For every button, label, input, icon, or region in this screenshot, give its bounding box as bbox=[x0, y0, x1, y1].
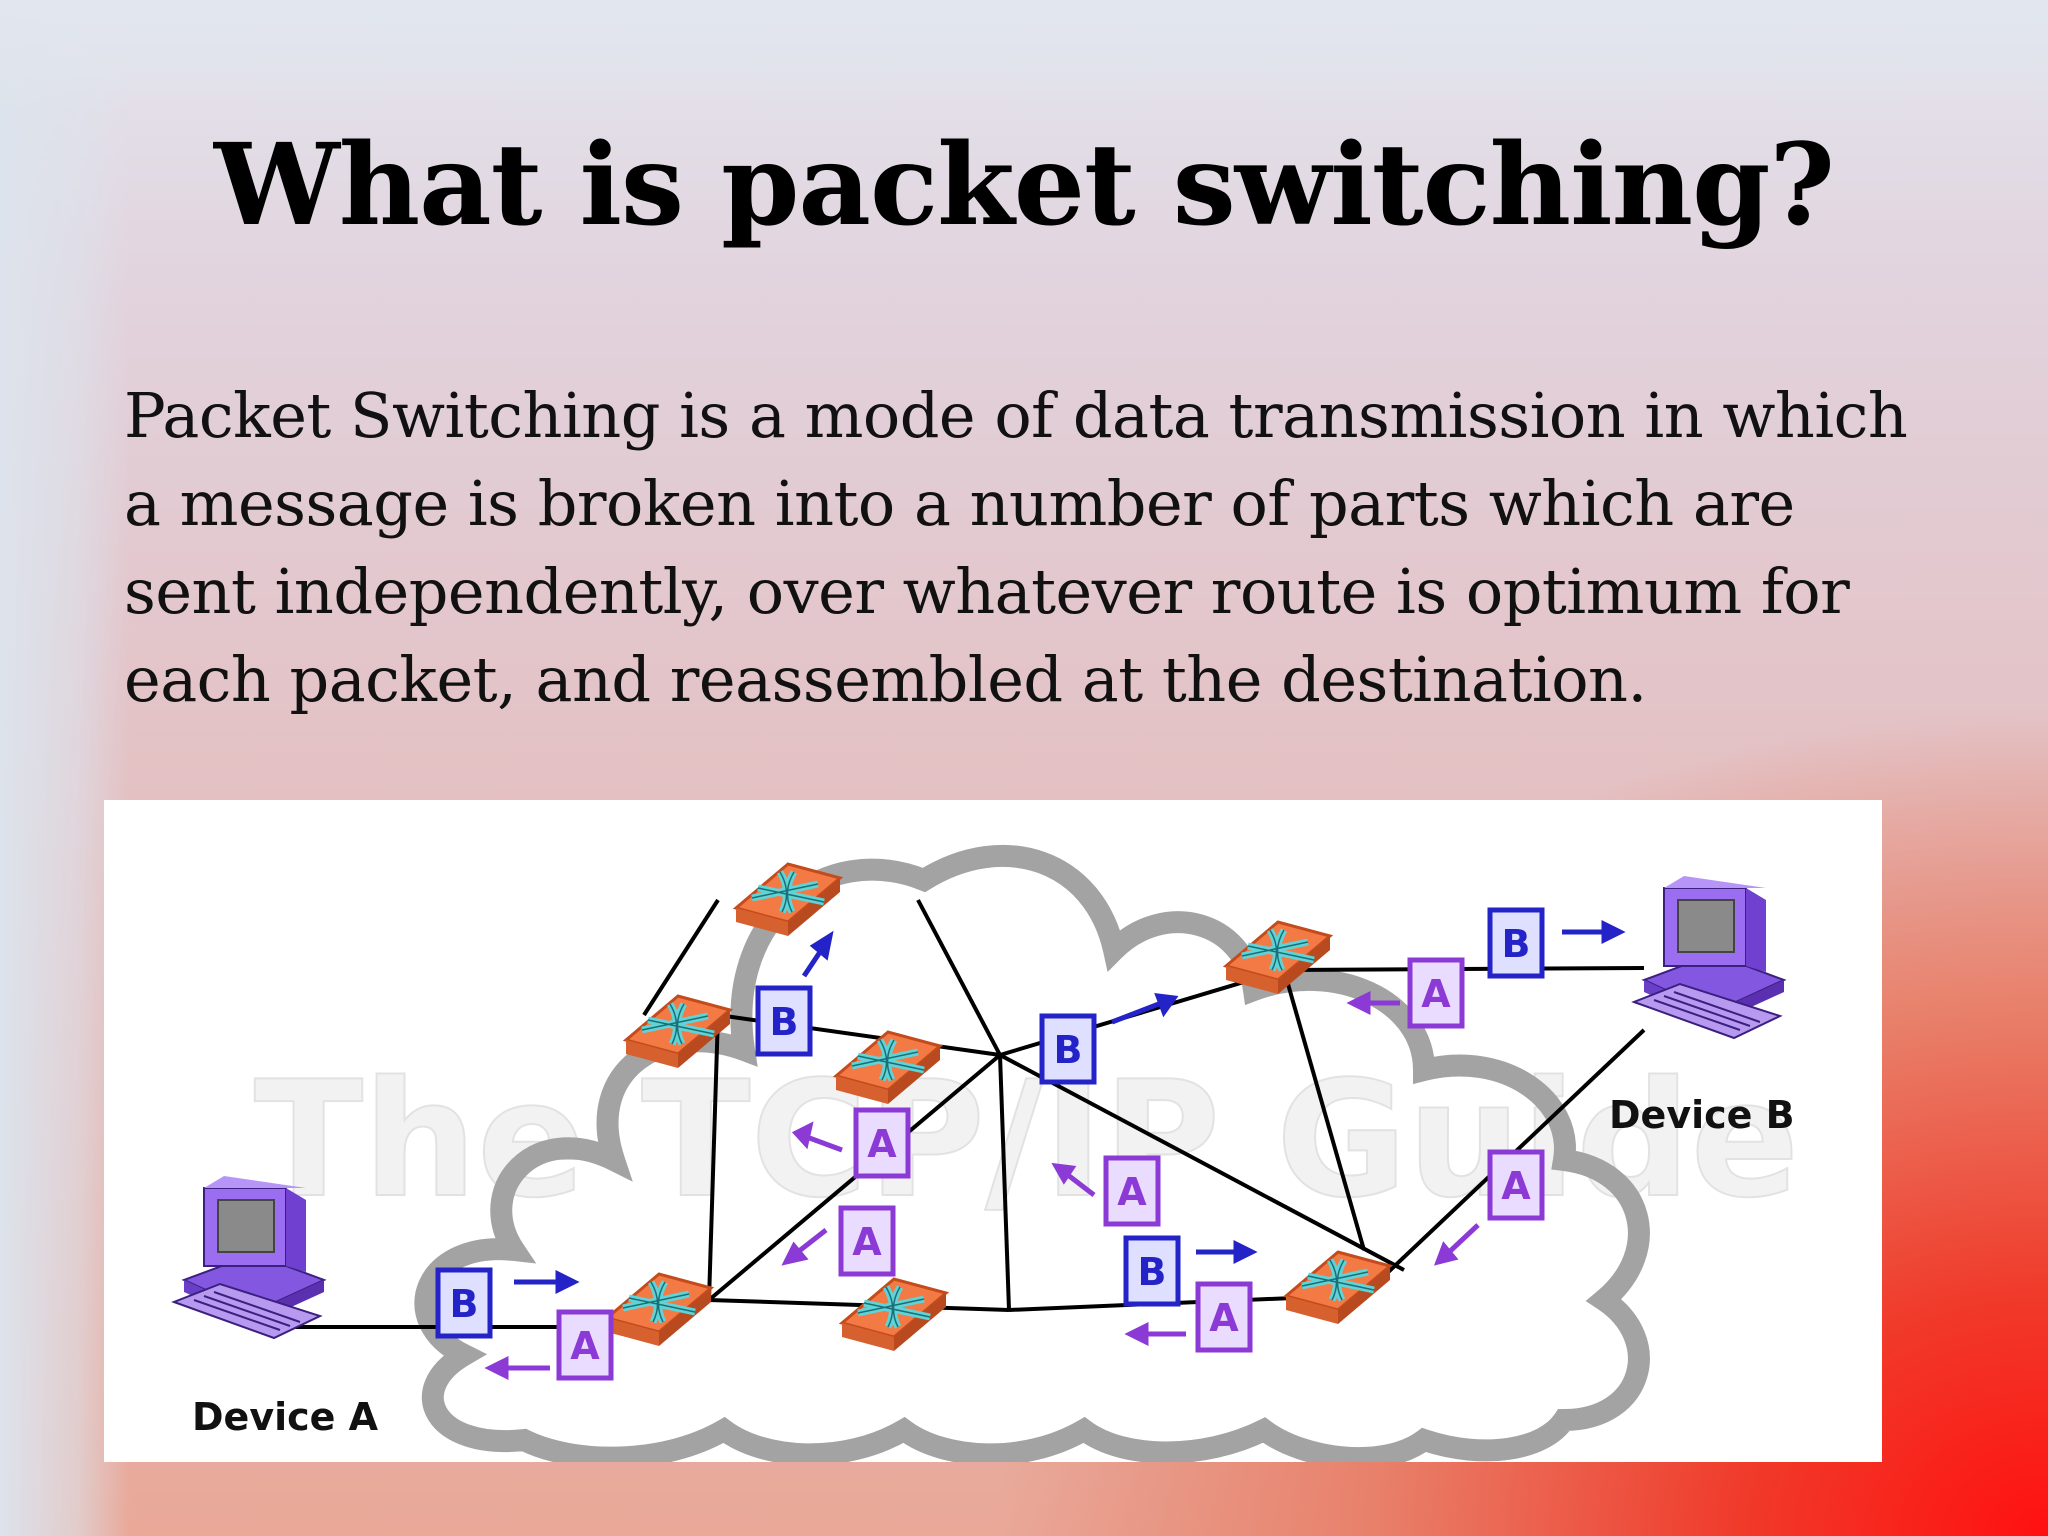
arrow-up-right-icon bbox=[801, 930, 834, 978]
slide-title: What is packet switching? bbox=[213, 120, 1835, 251]
arrow-down-left-icon bbox=[1433, 1223, 1480, 1266]
packet-b-3: B bbox=[1039, 1013, 1097, 1085]
packet-b-1: B bbox=[435, 1267, 493, 1339]
arrow-right-icon bbox=[1196, 1239, 1258, 1265]
network-cloud bbox=[414, 845, 1650, 1462]
svg-text:B: B bbox=[1054, 1028, 1083, 1072]
packet-switching-diagram: The TCP/IP Guide bbox=[104, 800, 1882, 1462]
svg-text:B: B bbox=[1138, 1250, 1167, 1294]
packet-direction-arrows bbox=[484, 919, 1626, 1381]
arrow-up-left-icon bbox=[1051, 1162, 1096, 1197]
slide-body-text: Packet Switching is a mode of data trans… bbox=[124, 372, 2004, 724]
arrow-left-icon bbox=[1124, 1321, 1186, 1347]
packet-a-4: A bbox=[1103, 1155, 1161, 1227]
body-line-1: Packet Switching is a mode of data trans… bbox=[124, 379, 1908, 452]
packet-a-5: A bbox=[1195, 1281, 1253, 1353]
network-diagram-svg: The TCP/IP Guide bbox=[173, 845, 1800, 1462]
svg-text:A: A bbox=[1209, 1296, 1239, 1340]
svg-text:A: A bbox=[1501, 1164, 1531, 1208]
router-lower-left bbox=[607, 1274, 711, 1346]
arrow-up-right-icon bbox=[1111, 993, 1179, 1025]
arrow-left-icon bbox=[484, 1355, 550, 1381]
packet-a-1: A bbox=[556, 1309, 614, 1381]
packet-b-4: B bbox=[1123, 1235, 1181, 1307]
router-lower-middle bbox=[842, 1279, 946, 1351]
svg-text:B: B bbox=[450, 1282, 479, 1326]
svg-text:A: A bbox=[1421, 972, 1451, 1016]
svg-text:A: A bbox=[852, 1220, 882, 1264]
svg-text:B: B bbox=[770, 1000, 799, 1044]
computer-device-a-icon bbox=[173, 1175, 325, 1339]
packet-a-2: A bbox=[853, 1107, 911, 1179]
svg-text:B: B bbox=[1502, 922, 1531, 966]
arrow-down-left-icon bbox=[781, 1228, 828, 1266]
router-top bbox=[736, 864, 840, 936]
svg-text:A: A bbox=[867, 1122, 897, 1166]
packet-a-3: A bbox=[838, 1205, 896, 1277]
computer-device-b-icon bbox=[1633, 875, 1785, 1039]
device-a-label: Device A bbox=[192, 1395, 379, 1439]
body-line-3: sent independently, over whatever route … bbox=[124, 555, 1850, 628]
svg-text:A: A bbox=[570, 1324, 600, 1368]
arrow-left-icon bbox=[791, 1121, 843, 1153]
body-line-4: each packet, and reassembled at the dest… bbox=[124, 643, 1647, 716]
arrow-left-icon bbox=[1346, 990, 1400, 1016]
device-b-label: Device B bbox=[1609, 1093, 1795, 1137]
packet-b-2: B bbox=[755, 985, 813, 1057]
router-lower-right bbox=[1286, 1252, 1390, 1324]
packet-b-5: B bbox=[1487, 907, 1545, 979]
body-line-2: a message is broken into a number of par… bbox=[124, 467, 1795, 540]
svg-text:A: A bbox=[1117, 1170, 1147, 1214]
packet-a-7: A bbox=[1487, 1149, 1545, 1221]
arrow-right-icon bbox=[514, 1269, 580, 1295]
packet-a-6: A bbox=[1407, 957, 1465, 1029]
arrow-right-icon bbox=[1562, 919, 1626, 945]
